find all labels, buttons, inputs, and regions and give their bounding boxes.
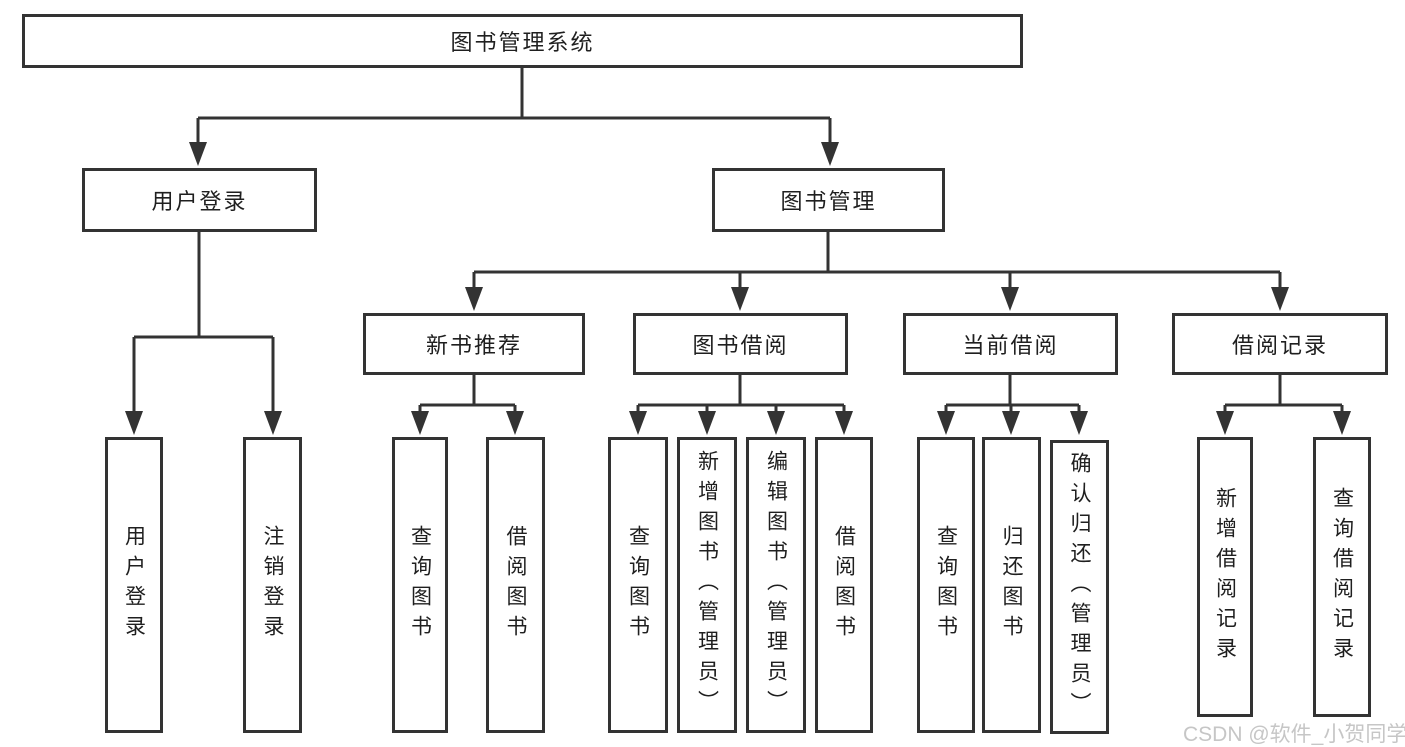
node-user-login-label: 用户登录 — [151, 189, 248, 214]
node-leaf-borrow-books-label: 借阅图书 — [832, 525, 856, 645]
node-book-borrow-label: 图书借阅 — [692, 333, 789, 358]
node-leaf-user-login-label: 用户登录 — [122, 525, 146, 645]
arrowhead-icon — [629, 411, 647, 435]
arrowhead-icon — [465, 287, 483, 311]
arrowhead-icon — [1333, 411, 1351, 435]
arrowhead-icon — [264, 411, 282, 435]
arrowhead-icon — [1216, 411, 1234, 435]
node-leaf-confirm-return-admin-label: 确认归还（管理员） — [1068, 452, 1091, 722]
node-leaf-query-books-current: 查询图书 — [917, 437, 975, 733]
node-leaf-borrow-books-recommend-label: 借阅图书 — [504, 525, 527, 645]
node-leaf-add-borrow-record-label: 新增借阅记录 — [1213, 487, 1237, 667]
arrowhead-icon — [767, 411, 785, 435]
csdn-watermark: CSDN @软件_小贺同学 — [1183, 723, 1405, 746]
node-leaf-edit-books-admin: 编辑图书（管理员） — [746, 437, 806, 733]
node-book-management-system: 图书管理系统 — [22, 14, 1023, 68]
node-leaf-confirm-return-admin: 确认归还（管理员） — [1050, 440, 1109, 734]
node-leaf-user-login: 用户登录 — [105, 437, 163, 733]
node-leaf-query-borrow-record: 查询借阅记录 — [1313, 437, 1371, 717]
node-borrow-records: 借阅记录 — [1172, 313, 1388, 375]
arrowhead-icon — [1001, 287, 1019, 311]
node-leaf-borrow-books-recommend: 借阅图书 — [486, 437, 545, 733]
node-book-management-system-label: 图书管理系统 — [450, 30, 595, 55]
node-book-management-label: 图书管理 — [780, 189, 877, 214]
node-leaf-query-borrow-record-label: 查询借阅记录 — [1330, 487, 1354, 667]
arrowhead-icon — [411, 411, 429, 435]
node-leaf-add-books-admin-label: 新增图书（管理员） — [695, 450, 719, 720]
node-current-borrow: 当前借阅 — [903, 313, 1118, 375]
node-book-management: 图书管理 — [712, 168, 945, 232]
node-leaf-add-borrow-record: 新增借阅记录 — [1197, 437, 1253, 717]
node-book-borrow: 图书借阅 — [633, 313, 848, 375]
node-current-borrow-label: 当前借阅 — [962, 333, 1059, 358]
node-new-book-recommend: 新书推荐 — [363, 313, 585, 375]
node-leaf-add-books-admin: 新增图书（管理员） — [677, 437, 737, 733]
node-leaf-borrow-books: 借阅图书 — [815, 437, 873, 733]
node-leaf-query-books-borrow: 查询图书 — [608, 437, 668, 733]
arrowhead-icon — [1070, 411, 1088, 435]
arrowhead-icon — [125, 411, 143, 435]
node-leaf-query-books-recommend: 查询图书 — [392, 437, 448, 733]
node-borrow-records-label: 借阅记录 — [1231, 333, 1328, 358]
arrowhead-icon — [835, 411, 853, 435]
arrowhead-icon — [731, 287, 749, 311]
node-leaf-logout-label: 注销登录 — [261, 525, 284, 645]
arrowhead-icon — [189, 142, 207, 166]
arrowhead-icon — [821, 142, 839, 166]
node-user-login: 用户登录 — [82, 168, 317, 232]
node-new-book-recommend-label: 新书推荐 — [425, 333, 522, 358]
node-leaf-return-books-label: 归还图书 — [1000, 525, 1023, 645]
arrowhead-icon — [698, 411, 716, 435]
arrowhead-icon — [506, 411, 524, 435]
arrowhead-icon — [937, 411, 955, 435]
node-leaf-logout: 注销登录 — [243, 437, 302, 733]
node-leaf-query-books-borrow-label: 查询图书 — [626, 525, 650, 645]
node-leaf-query-books-current-label: 查询图书 — [934, 525, 958, 645]
node-leaf-edit-books-admin-label: 编辑图书（管理员） — [764, 450, 788, 720]
arrowhead-icon — [1002, 411, 1020, 435]
node-leaf-return-books: 归还图书 — [982, 437, 1041, 733]
arrowhead-icon — [1271, 287, 1289, 311]
node-leaf-query-books-recommend-label: 查询图书 — [408, 525, 432, 645]
